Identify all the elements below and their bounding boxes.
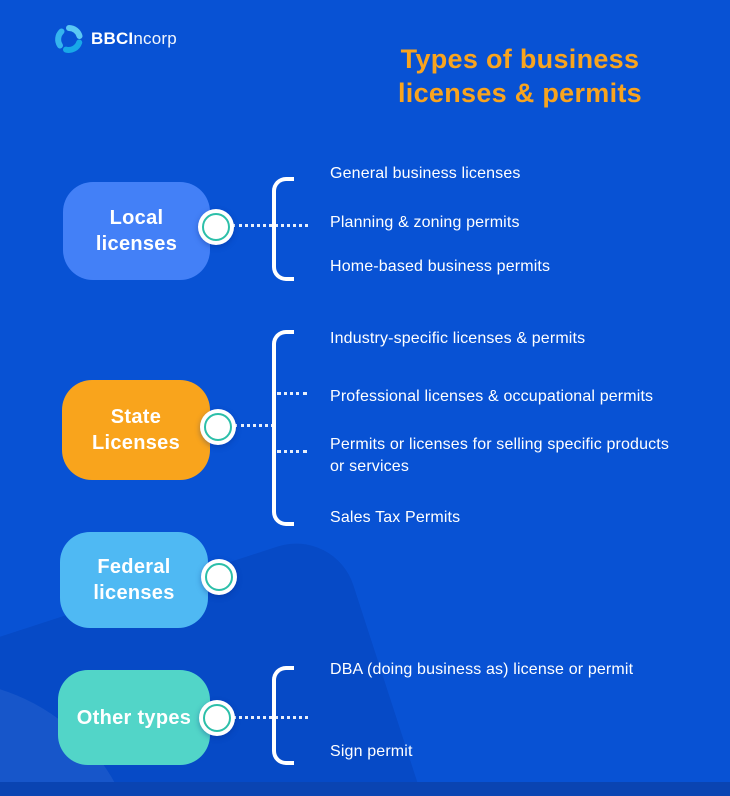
bottom-accent-strip [0,782,730,796]
category-label-other: Other types [76,706,192,729]
category-box-federal: Federal licenses [60,532,208,628]
brand-swirl-icon [54,24,84,54]
bracket-other [272,666,294,765]
connector-line-state [234,424,274,427]
brand-name-light: ncorp [133,29,177,48]
connector-dot-other [199,700,235,736]
list-item: Professional licenses & occupational per… [330,388,654,405]
connector-dot-federal [201,559,237,595]
list-item: General business licenses [330,165,521,182]
bracket-state [272,330,294,526]
connector-line-local [232,224,308,227]
list-item: Sales Tax Permits [330,509,461,526]
category-label-federal: Federal licenses [93,556,175,604]
category-label-state: State Licenses [91,406,180,454]
category-label-local: Local licenses [95,207,178,255]
connector-dot-state [200,409,236,445]
brand-name-bold: BBCI [91,29,134,48]
list-item: Home-based business permits [330,258,551,275]
category-box-other: Other types [58,670,210,765]
connector-stub-state-1 [277,392,307,395]
connector-line-other [233,716,308,719]
list-item: Planning & zoning permits [330,214,520,231]
category-box-state: State Licenses [62,380,210,480]
brand-name: BBCIncorp [91,29,177,49]
page-title: Types of business licenses & permits [397,44,642,108]
category-box-local: Local licenses [63,182,210,280]
list-item: Sign permit [330,743,413,760]
list-item: Permits or licenses for selling specific… [330,436,670,475]
brand-logo: BBCIncorp [54,24,177,54]
connector-dot-local [198,209,234,245]
bracket-local [272,177,294,281]
list-item: Industry-specific licenses & permits [330,330,586,347]
list-item: DBA (doing business as) license or permi… [330,661,634,678]
connector-stub-state-2 [277,450,307,453]
